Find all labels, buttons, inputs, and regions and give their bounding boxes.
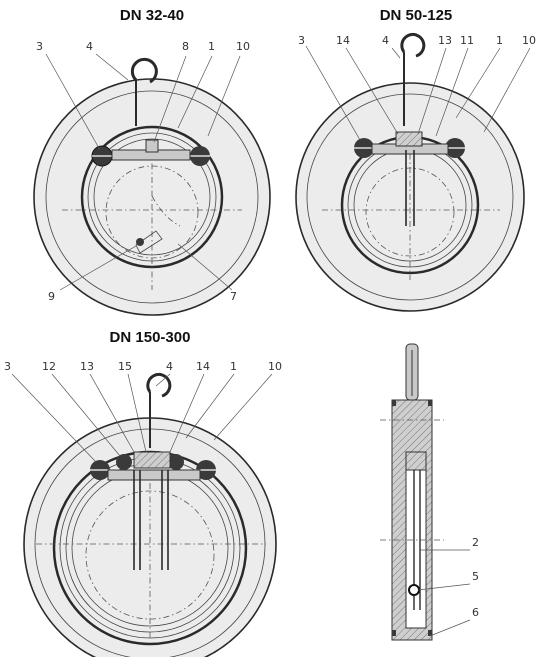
callout-label: 3 [36, 40, 43, 53]
callout-label: 7 [230, 290, 237, 303]
callout-label: 1 [208, 40, 215, 53]
view-title-dn-32-40: DN 32-40 [120, 7, 184, 24]
view-title-dn-150-300: DN 150-300 [110, 329, 191, 346]
callout-label: 4 [382, 34, 389, 47]
valve-body-dn-50-125 [295, 32, 525, 312]
callout-label: 11 [460, 34, 474, 47]
callouts-side-section: 2 5 6 [417, 536, 479, 637]
callout-label: 3 [4, 360, 11, 373]
view-dn-50-125: DN 50-125 3 14 [295, 7, 536, 312]
callout-label: 5 [472, 570, 479, 583]
callout-label: 6 [472, 606, 479, 619]
callout-label: 2 [472, 536, 479, 549]
view-dn-150-300: DN 150-300 [4, 329, 282, 657]
callout-label: 14 [196, 360, 210, 373]
callout-label: 1 [496, 34, 503, 47]
view-title-dn-50-125: DN 50-125 [380, 7, 453, 24]
callout-label: 15 [118, 360, 132, 373]
callouts-dn-32-40: 3 4 8 1 10 9 7 [36, 40, 250, 303]
callouts-dn-150-300: 3 12 13 15 4 14 1 10 [4, 360, 282, 463]
valve-body-dn-150-300 [23, 372, 277, 657]
callout-label: 4 [166, 360, 173, 373]
callout-label: 10 [522, 34, 536, 47]
view-side-section: 2 5 6 [380, 343, 479, 641]
view-dn-32-40: DN 32-40 [33, 7, 271, 316]
callout-label: 10 [236, 40, 250, 53]
callout-label: 4 [86, 40, 93, 53]
valve-body-dn-32-40 [33, 57, 271, 316]
callout-label: 14 [336, 34, 350, 47]
callout-label: 9 [48, 290, 55, 303]
callout-label: 10 [268, 360, 282, 373]
callout-label: 8 [182, 40, 189, 53]
callout-label: 1 [230, 360, 237, 373]
callout-label: 12 [42, 360, 56, 373]
callout-label: 13 [80, 360, 94, 373]
callouts-dn-50-125: 3 14 4 13 11 1 10 [298, 34, 536, 141]
callout-label: 3 [298, 34, 305, 47]
callout-label: 13 [438, 34, 452, 47]
valve-side-section [380, 343, 444, 641]
